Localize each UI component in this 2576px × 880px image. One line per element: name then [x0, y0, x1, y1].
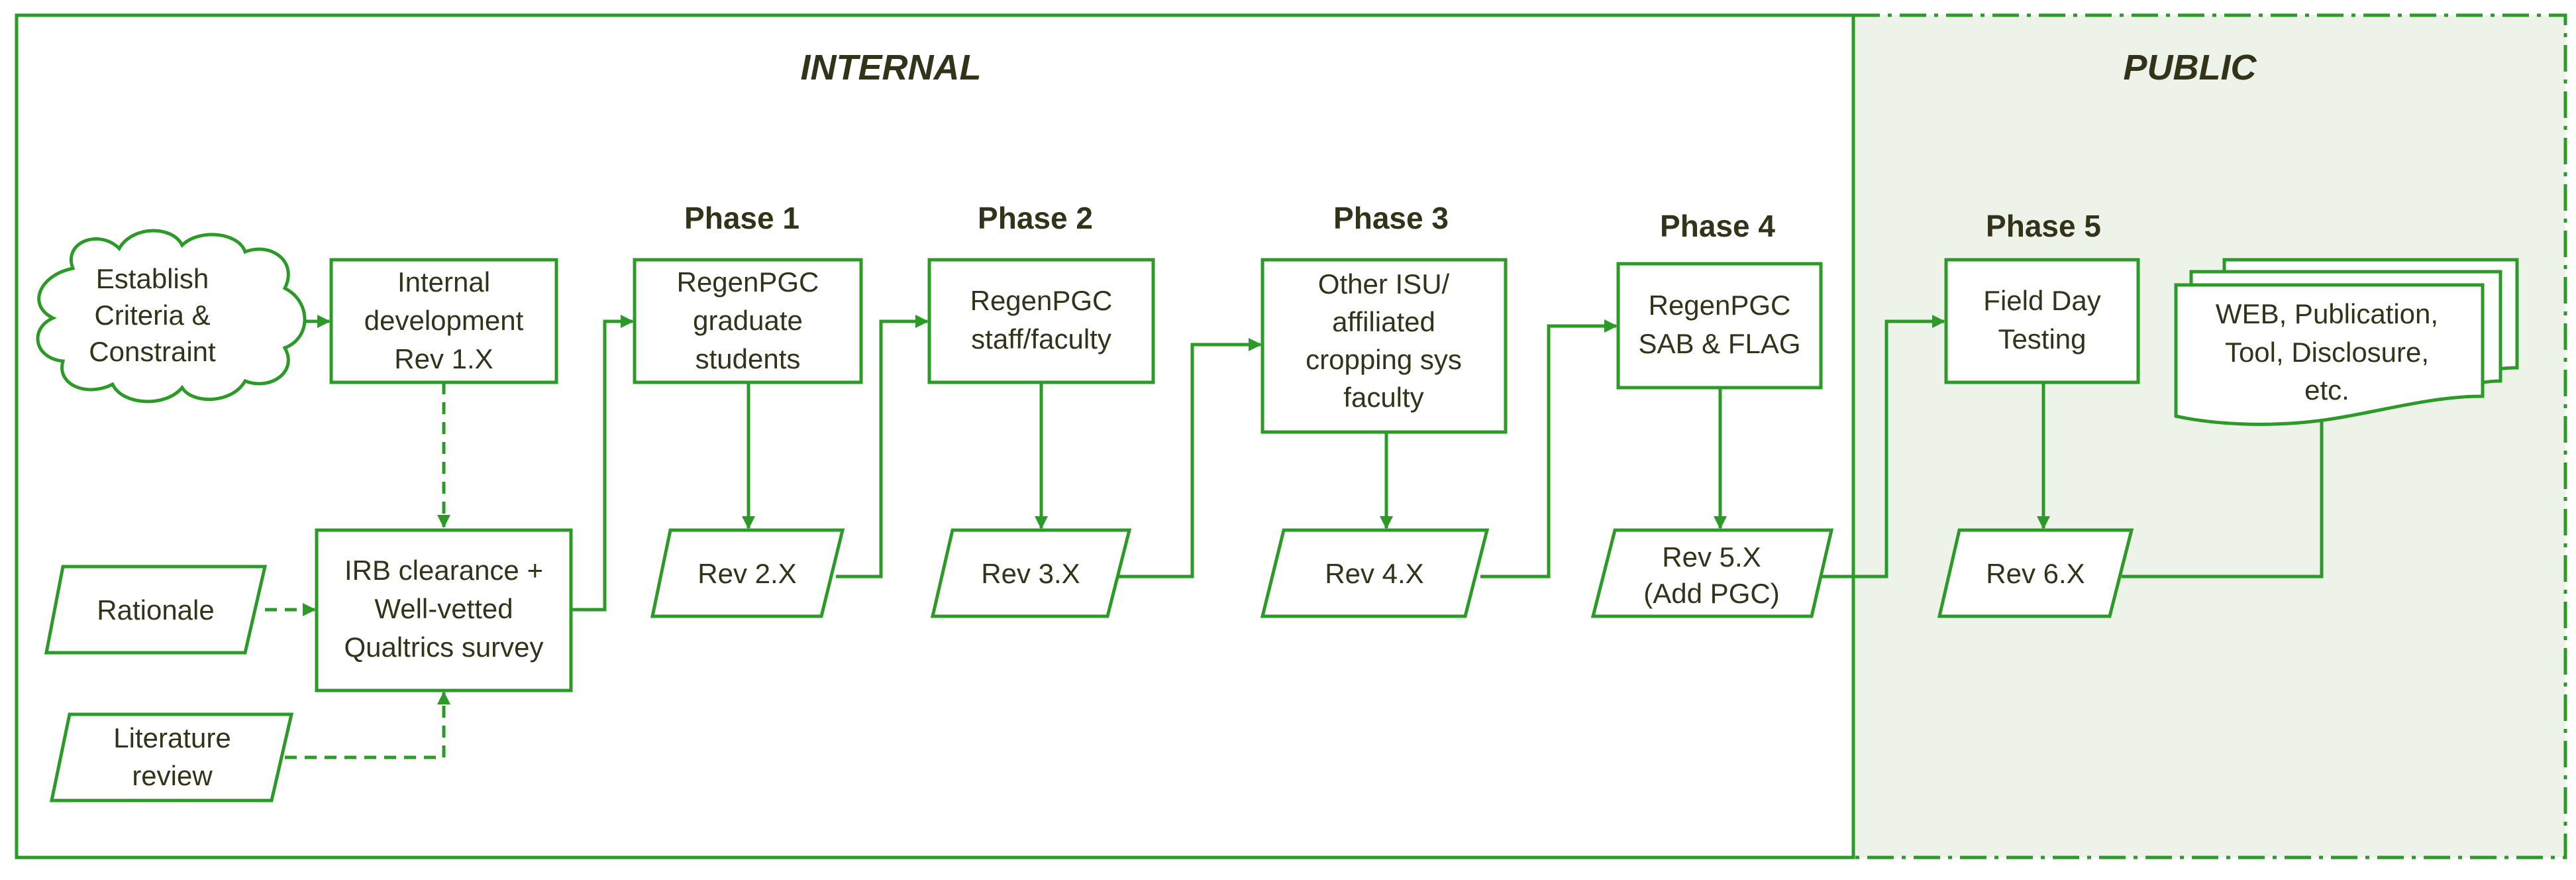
sab-flag-box: RegenPGC SAB & FLAG [1616, 262, 1823, 390]
phase-4-label: Phase 4 [1660, 209, 1775, 243]
grad-line-2: graduate [693, 305, 803, 336]
rev2-box: Rev 2.X [650, 528, 845, 618]
arrow-rev2-to-staff [836, 315, 929, 578]
irb-line-2: Well-vetted [374, 593, 513, 624]
irb-line-3: Qualtrics survey [344, 632, 543, 663]
establish-line-3: Constraint [89, 336, 216, 367]
grad-students-box: RegenPGC graduate students [633, 258, 863, 384]
connector-rev6-to-outputs [2122, 421, 2324, 578]
internal-development-box: Internal development Rev 1.X [329, 258, 558, 384]
arrow-rev4-to-sab [1480, 319, 1618, 578]
internal-dev-line-1: Internal [397, 266, 490, 298]
arrow-rev3-to-other-isu [1118, 338, 1262, 578]
staff-line-1: RegenPGC [970, 285, 1113, 316]
rev3-box: Rev 3.X [930, 528, 1132, 618]
rev6-box: Rev 6.X [1937, 528, 2134, 618]
rev5-box: Rev 5.X (Add PGC) [1590, 528, 1834, 618]
internal-dev-line-3: Rev 1.X [394, 343, 493, 374]
public-section [1853, 15, 2565, 857]
staff-faculty-box: RegenPGC staff/faculty [927, 258, 1155, 384]
arrow-literature-to-irb [285, 691, 450, 759]
rationale-label: Rationale [97, 594, 214, 626]
internal-title: INTERNAL [801, 48, 982, 87]
outputs-line-2: Tool, Disclosure, [2225, 337, 2429, 368]
rationale-box: Rationale [44, 565, 268, 655]
sab-line-1: RegenPGC [1649, 290, 1791, 321]
public-section-border [1851, 13, 2567, 859]
grad-line-1: RegenPGC [677, 266, 819, 298]
public-title: PUBLIC [2124, 48, 2257, 87]
arrow-rev5-to-field [1817, 315, 1945, 578]
grad-line-3: students [696, 343, 801, 374]
phase-3-label: Phase 3 [1333, 201, 1449, 235]
establish-cloud: Establish Criteria & Constraint [36, 229, 307, 404]
phase-1-label: Phase 1 [684, 201, 799, 235]
rev5-line-1: Rev 5.X [1662, 541, 1761, 573]
irb-line-1: IRB clearance + [344, 555, 543, 586]
other-isu-line-3: cropping sys [1306, 344, 1462, 375]
phase-2-label: Phase 2 [978, 201, 1093, 235]
field-line-1: Field Day [1983, 285, 2100, 316]
rev4-box: Rev 4.X [1260, 528, 1490, 618]
outputs-multidocument: WEB, Publication, Tool, Disclosure, etc. [2174, 258, 2519, 426]
rev6-label: Rev 6.X [1986, 558, 2085, 589]
other-isu-line-4: faculty [1343, 382, 1423, 413]
rev2-label: Rev 2.X [697, 558, 796, 589]
outputs-line-1: WEB, Publication, [2216, 298, 2438, 329]
other-isu-line-2: affiliated [1332, 306, 1435, 337]
establish-line-2: Criteria & [94, 300, 210, 331]
outputs-line-3: etc. [2304, 374, 2349, 406]
rev4-label: Rev 4.X [1325, 558, 1423, 589]
other-isu-line-1: Other ISU/ [1318, 268, 1450, 300]
internal-dev-line-2: development [364, 305, 524, 336]
rev5-line-2: (Add PGC) [1643, 578, 1779, 609]
literature-review-box: Literature review [49, 712, 294, 802]
arrow-irb-to-grad [571, 315, 634, 612]
other-isu-box: Other ISU/ affiliated cropping sys facul… [1261, 258, 1508, 434]
literature-line-2: review [132, 760, 213, 791]
sab-line-2: SAB & FLAG [1638, 328, 1800, 359]
rev3-label: Rev 3.X [981, 558, 1080, 589]
field-line-2: Testing [1998, 323, 2086, 355]
staff-line-2: staff/faculty [971, 323, 1111, 355]
irb-clearance-box: IRB clearance + Well-vetted Qualtrics su… [315, 528, 573, 692]
internal-section [15, 13, 1855, 859]
phase-5-label: Phase 5 [1986, 209, 2101, 243]
field-day-box: Field Day Testing [1944, 258, 2140, 384]
establish-line-1: Establish [96, 263, 209, 294]
literature-line-1: Literature [113, 722, 231, 753]
